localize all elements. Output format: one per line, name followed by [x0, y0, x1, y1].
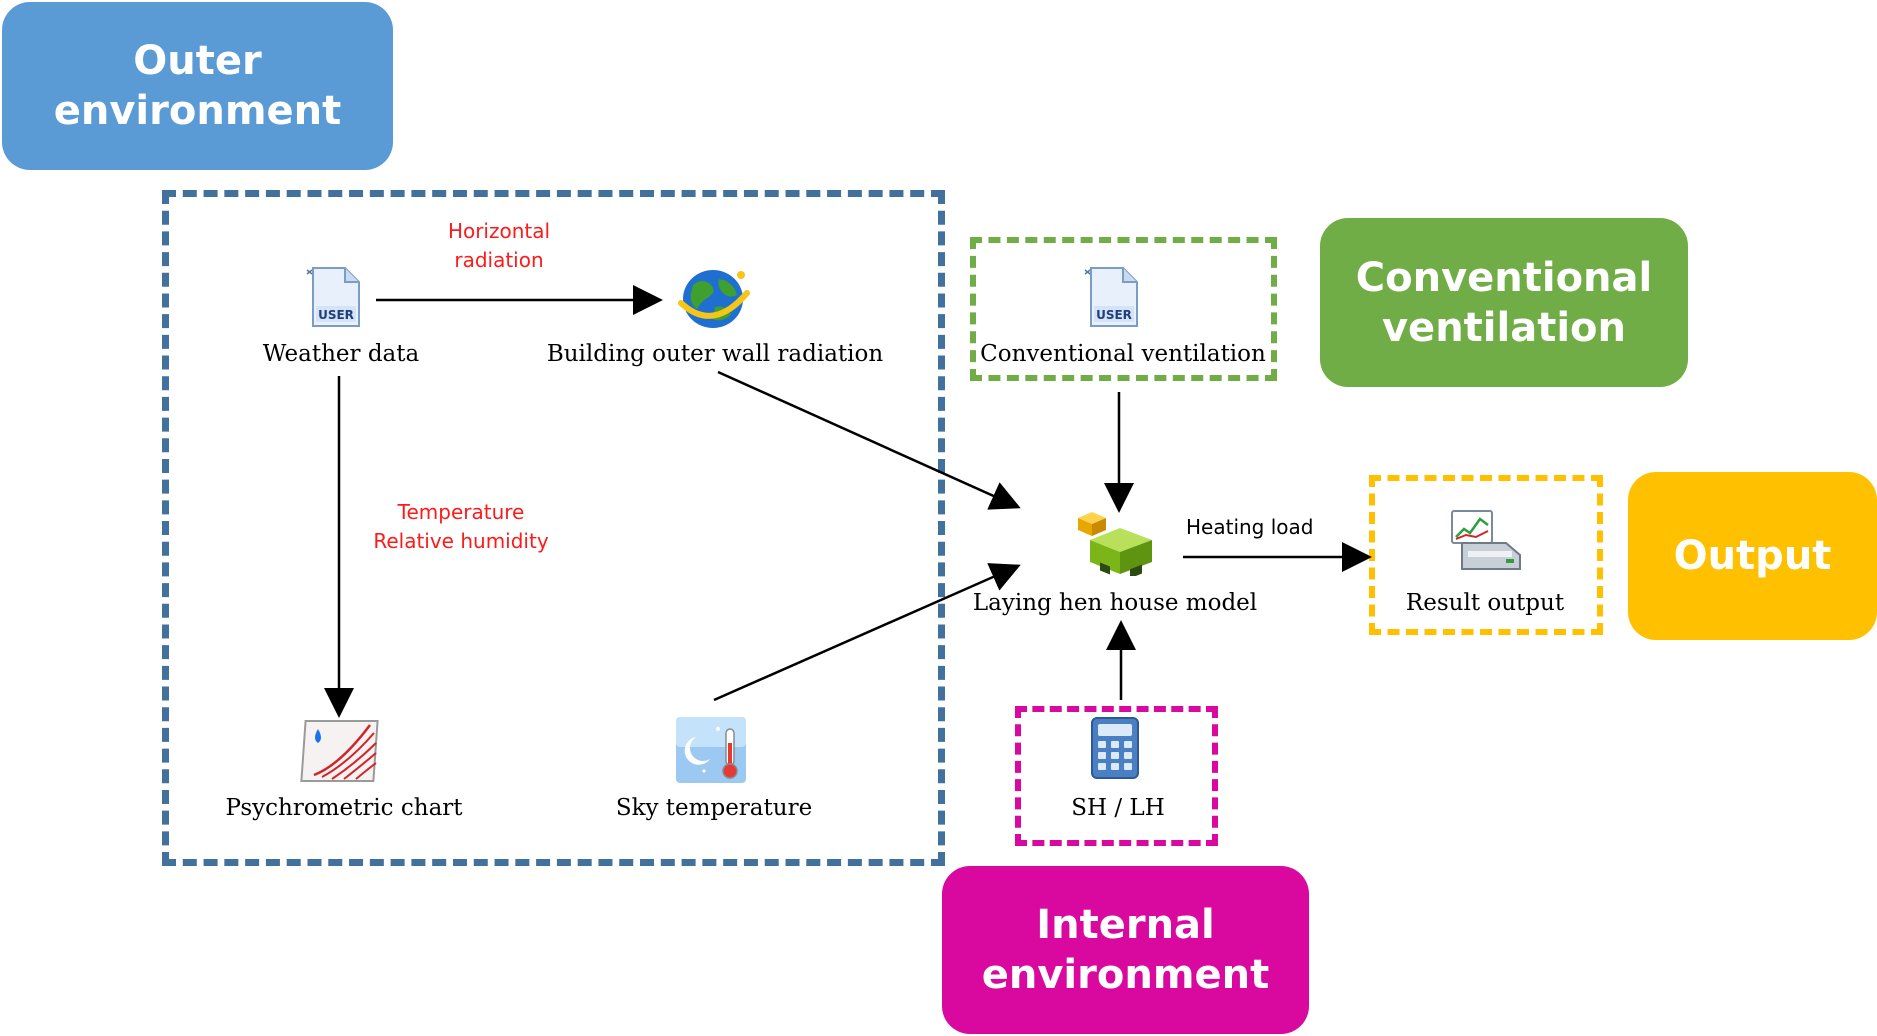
outer-environment-group	[162, 190, 945, 866]
globe-icon	[678, 270, 750, 328]
svg-text:USER: USER	[1096, 308, 1132, 322]
horizontal-radiation-label: Horizontal radiation	[448, 217, 550, 275]
moon-thermometer-icon	[676, 717, 746, 783]
conventional-ventilation-group	[970, 237, 1277, 381]
building-outer-wall-radiation-label: Building outer wall radiation	[546, 341, 884, 367]
badge-text: ventilation	[1381, 304, 1626, 351]
building-blocks-icon	[1078, 512, 1152, 576]
badge-text: Output	[1673, 533, 1832, 579]
edge-label-line: Temperature	[397, 500, 525, 524]
calculator-icon	[1091, 717, 1139, 779]
psychrometric-chart-label: Psychrometric chart	[225, 795, 463, 821]
result-output-label: Result output	[1405, 590, 1565, 616]
user-file-icon: USER	[1084, 267, 1138, 327]
outer-environment-badge: Outer environment	[2, 2, 393, 170]
badge-text: environment	[53, 88, 342, 134]
heating-load-label: Heating load	[1186, 515, 1314, 539]
svg-text:USER: USER	[318, 308, 354, 322]
badge-text: environment	[981, 952, 1270, 998]
badge-text: Outer	[133, 38, 262, 84]
edge-sky-to-henhouse	[713, 563, 1021, 702]
psychrometric-chart-icon	[300, 720, 379, 782]
edge-label-line: radiation	[454, 248, 544, 272]
weather-data-label: Weather data	[262, 341, 420, 367]
output-badge: Output	[1628, 472, 1877, 640]
temperature-humidity-label: Temperature Relative humidity	[373, 498, 548, 556]
badge-text: Conventional	[1355, 254, 1653, 301]
output-group	[1369, 475, 1603, 635]
edge-label-line: Horizontal	[447, 219, 551, 243]
internal-environment-badge: Internal environment	[942, 866, 1309, 1034]
badge-text: Internal	[1036, 902, 1215, 948]
printer-chart-icon	[1451, 510, 1521, 570]
sky-temperature-label: Sky temperature	[615, 795, 813, 821]
conventional-ventilation-badge: Conventional ventilation	[1320, 218, 1688, 387]
sh-lh-label: SH / LH	[1071, 795, 1165, 821]
conventional-ventilation-label: Conventional ventilation	[980, 341, 1266, 367]
laying-hen-house-model-label: Laying hen house model	[972, 590, 1258, 616]
edge-wall-to-henhouse	[717, 370, 1021, 510]
edge-label-line: Relative humidity	[373, 529, 549, 553]
user-file-icon: USER	[306, 267, 360, 327]
internal-environment-group	[1015, 706, 1218, 846]
